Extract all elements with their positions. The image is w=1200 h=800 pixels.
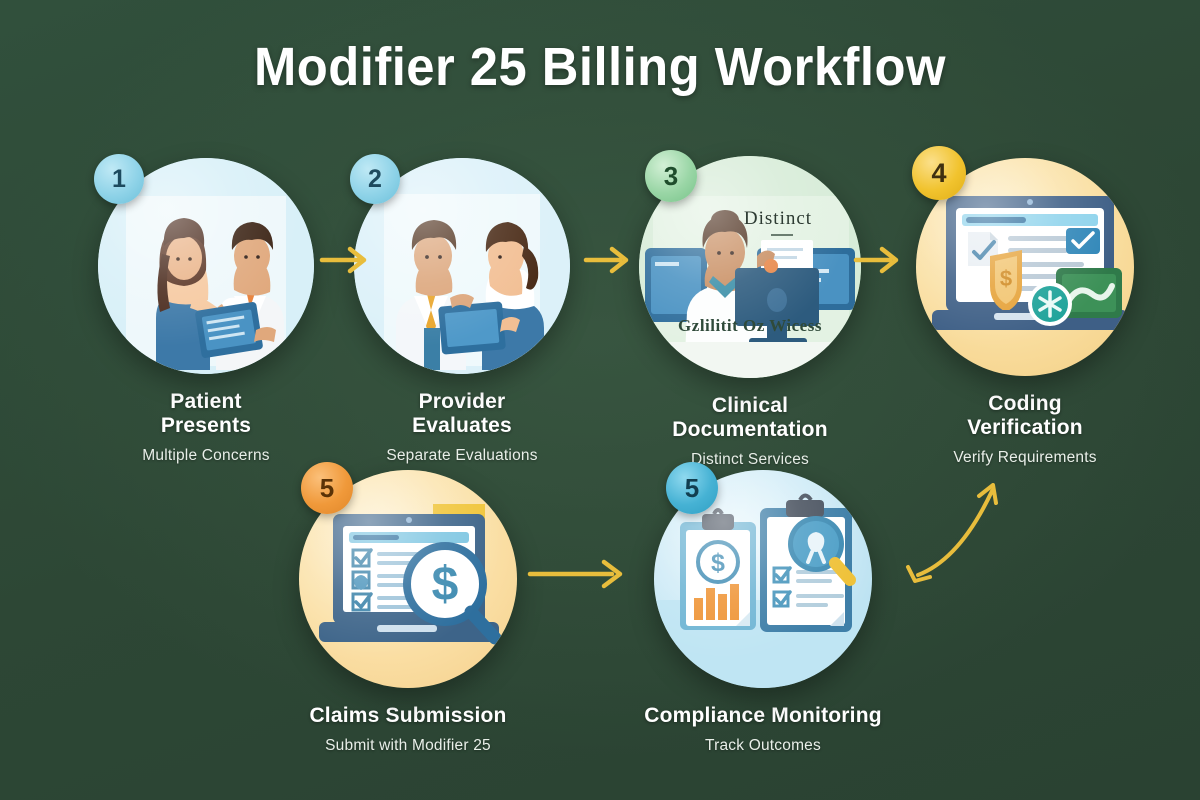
illustration-laptop-with-shield-and-check: $ bbox=[916, 158, 1134, 376]
step-2-title: Provider Evaluates bbox=[336, 390, 588, 438]
illustration-laptop-checklist-with-dollar-magnifier: $ bbox=[299, 470, 517, 688]
step-card-6: $ bbox=[620, 462, 906, 755]
step-2-number: 2 bbox=[368, 164, 382, 193]
step-6-subtitle: Track Outcomes bbox=[705, 736, 821, 754]
step-6-circle: $ bbox=[654, 470, 872, 688]
svg-text:$: $ bbox=[432, 558, 459, 611]
step-4-subtitle: Verify Requirements bbox=[953, 448, 1097, 466]
step-1-number-badge: 1 bbox=[94, 154, 144, 204]
step-3-title: Clinical Documentation bbox=[616, 394, 884, 442]
illustration-two-clipboards-chart-and-magnifier: $ bbox=[654, 470, 872, 688]
svg-text:$: $ bbox=[1000, 266, 1012, 291]
step-6-title-line1: Compliance Monitoring bbox=[644, 704, 882, 727]
arrow-step4-to-step6 bbox=[906, 483, 998, 583]
step-card-1: 1 Patient Presents Multiple Concerns bbox=[80, 154, 332, 465]
step-4-number: 4 bbox=[931, 157, 947, 188]
step-3-number-badge: 3 bbox=[645, 150, 697, 202]
step-6-number-badge: 5 bbox=[666, 462, 718, 514]
step-6-number: 5 bbox=[684, 472, 700, 503]
step-1-title: Patient Presents bbox=[80, 390, 332, 438]
arrow-step2-to-step3 bbox=[583, 246, 629, 274]
step-1-title-line2: Presents bbox=[160, 413, 252, 437]
step-card-3: Distinct Gzlilitit Oz Wicess 3 Clinical … bbox=[616, 150, 884, 469]
arrow-step3-to-step4 bbox=[853, 246, 899, 274]
step-2-title-line1: Provider bbox=[418, 390, 506, 413]
step-1-circle bbox=[98, 158, 314, 374]
step-1-subtitle: Multiple Concerns bbox=[142, 446, 270, 464]
step-5-number-badge: 5 bbox=[301, 462, 353, 514]
step-4-title: Coding Verification bbox=[900, 392, 1150, 440]
step-2-number-badge: 2 bbox=[350, 154, 400, 204]
arrow-step1-to-step2 bbox=[319, 246, 367, 274]
step-card-4: $ bbox=[900, 146, 1150, 467]
step-1-title-line1: Patient bbox=[170, 390, 242, 413]
step-card-2: 2 Provider Evaluates Separate Evaluation… bbox=[336, 154, 588, 465]
step-6-title: Compliance Monitoring bbox=[620, 704, 906, 728]
step-1-number: 1 bbox=[112, 164, 126, 193]
step-3-title-line2: Documentation bbox=[672, 417, 828, 441]
step-2-subtitle: Separate Evaluations bbox=[386, 446, 538, 464]
step-5-title-line1: Claims Submission bbox=[309, 704, 507, 727]
step-3-overlay-text-top: Distinct bbox=[743, 208, 813, 229]
svg-text:$: $ bbox=[711, 549, 725, 577]
step-3-overlay-divider bbox=[771, 234, 793, 236]
step-4-number-badge: 4 bbox=[912, 146, 966, 200]
step-3-title-line1: Clinical bbox=[711, 394, 789, 417]
step-card-5: $ 5 Claims Submission Submit with Modifi… bbox=[282, 462, 534, 755]
step-2-title-line2: Evaluates bbox=[412, 413, 512, 437]
step-4-title-line2: Verification bbox=[967, 415, 1083, 439]
step-5-title: Claims Submission bbox=[282, 704, 534, 728]
step-3-overlay-text-bottom: Gzlilitit Oz Wicess bbox=[678, 316, 822, 335]
step-4-title-line1: Coding bbox=[988, 392, 1062, 415]
step-5-subtitle: Submit with Modifier 25 bbox=[325, 736, 491, 754]
step-5-number: 5 bbox=[319, 472, 335, 503]
page-title: Modifier 25 Billing Workflow bbox=[254, 37, 946, 97]
step-3-number: 3 bbox=[663, 160, 679, 191]
arrow-step5-to-step6 bbox=[527, 559, 623, 589]
step-3-subtitle: Distinct Services bbox=[691, 450, 809, 468]
